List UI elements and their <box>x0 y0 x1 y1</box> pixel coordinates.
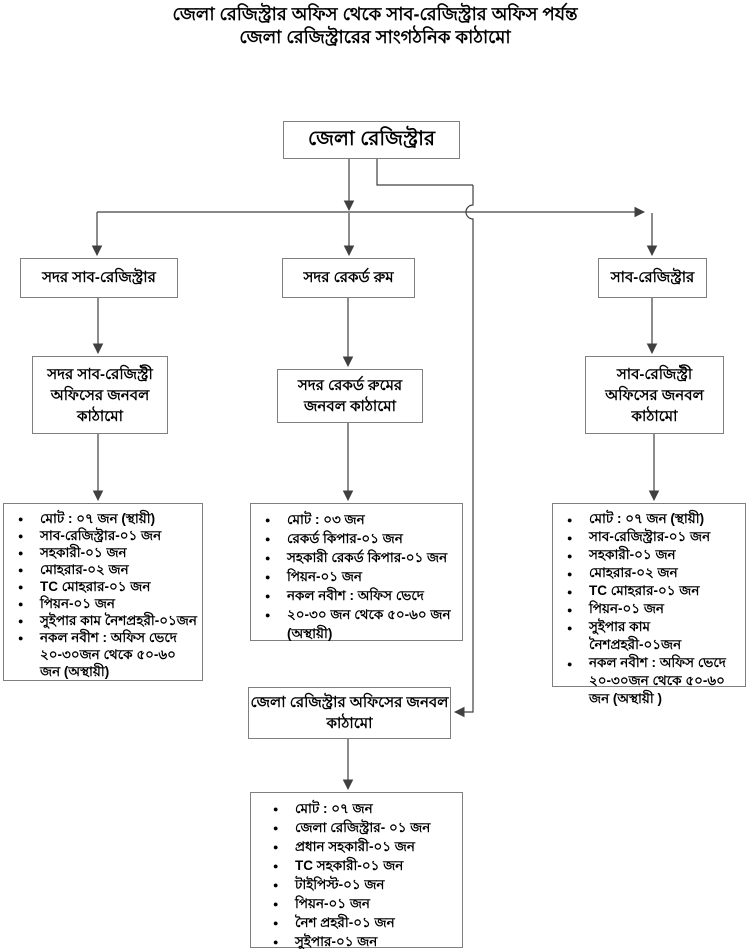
connector-root-step-right <box>376 159 473 186</box>
list-item: সহকারী-০১ জন <box>561 546 741 565</box>
node-sadar-record-room-staff-structure: সদর রেকর্ড রুমের জনবল কাঠামো <box>277 369 423 423</box>
list-item: সহকারী-০১ জন <box>12 544 198 562</box>
list-item: নকল নবীশ : অফিস ভেদে ২০-৩০জন থেকে ৫০-৬০ … <box>561 654 741 708</box>
diagram-title-line1: জেলা রেজিস্ট্রার অফিস থেকে সাব-রেজিস্ট্র… <box>172 4 578 24</box>
staff-list: মোট : ০৭ জন (স্থায়ী)সাব-রেজিস্ট্রার-০১ … <box>12 510 198 680</box>
staff-list: মোট : ০৭ জনজেলা রেজিস্ট্রার- ০১ জনপ্রধান… <box>267 799 458 949</box>
list-item: সুইপার কাম নৈশপ্রহরী-০১জন <box>561 618 741 654</box>
list-item: জেলা রেজিস্ট্রার- ০১ জন <box>267 818 458 838</box>
list-item: পিয়ন-০১ জন <box>267 894 458 914</box>
staff-list-sadar-record-room: মোট : ০৩ জনরেকর্ড কিপার-০১ জনসহকারী রেকর… <box>250 503 463 641</box>
staff-list: মোট : ০৩ জনরেকর্ড কিপার-০১ জনসহকারী রেকর… <box>259 510 458 643</box>
list-item: নৈশ প্রহরী-০১ জন <box>267 913 458 933</box>
list-item: মোহরার-০২ জন <box>12 561 198 579</box>
staff-list-district-registrar-office: মোট : ০৭ জনজেলা রেজিস্ট্রার- ০১ জনপ্রধান… <box>250 792 463 949</box>
list-item: মোট : ০৩ জন <box>259 510 458 530</box>
staff-list-sadar-sub-registry: মোট : ০৭ জন (স্থায়ী)সাব-রেজিস্ট্রার-০১ … <box>3 503 203 681</box>
node-sub-registrar: সাব-রেজিস্ট্রার <box>598 258 707 298</box>
list-item: মোট : ০৭ জন (স্থায়ী) <box>12 510 198 528</box>
list-item: পিয়ন-০১ জন <box>259 567 458 587</box>
list-item: TC মোহরার-০১ জন <box>12 578 198 596</box>
list-item: নকল নবীশ : অফিস ভেদে <box>259 586 458 606</box>
list-item: টাইপিস্ট-০১ জন <box>267 875 458 895</box>
node-district-registrar: জেলা রেজিস্ট্রার <box>283 121 460 159</box>
list-item: ২০-৩০ জন থেকে ৫০-৬০ জন (অস্থায়ী) <box>259 605 458 643</box>
list-item: TC সহকারী-০১ জন <box>267 856 458 876</box>
list-item: মোট : ০৭ জন (স্থায়ী) <box>561 510 741 529</box>
list-item: মোট : ০৭ জন <box>267 799 458 819</box>
list-item: TC মোহরার-০১ জন <box>561 582 741 601</box>
diagram-title-line2: জেলা রেজিস্ট্রারের সাংগঠনিক কাঠামো <box>239 27 511 48</box>
node-sadar-sub-registry-staff-structure: সদর সাব-রেজিস্ট্রী অফিসের জনবল কাঠামো <box>32 356 168 434</box>
node-sadar-sub-registrar: সদর সাব-রেজিস্ট্রার <box>20 258 178 298</box>
staff-list: মোট : ০৭ জন (স্থায়ী)সাব-রেজিস্ট্রার-০১ … <box>561 510 741 708</box>
list-item: সুইপার কাম নৈশপ্রহরী-০১জন <box>12 612 198 630</box>
list-item: রেকর্ড কিপার-০১ জন <box>259 529 458 549</box>
diagram-title: জেলা রেজিস্ট্রার অফিস থেকে সাব-রেজিস্ট্র… <box>0 3 750 50</box>
connector-long-to-bottom-node <box>453 185 474 718</box>
list-item: মোহরার-০২ জন <box>561 564 741 583</box>
node-sadar-record-room: সদর রেকর্ড রুম <box>282 258 415 298</box>
list-item: নকল নবীশ : অফিস ভেদে ২০-৩০জন থেকে ৫০-৬০ … <box>12 629 198 680</box>
list-item: সাব-রেজিস্ট্রার-০১ জন <box>12 527 198 545</box>
list-item: প্রধান সহকারী-০১ জন <box>267 837 458 857</box>
node-sub-registry-staff-structure: সাব-রেজিস্ট্রী অফিসের জনবল কাঠামো <box>585 356 724 434</box>
staff-list-sub-registry: মোট : ০৭ জন (স্থায়ী)সাব-রেজিস্ট্রার-০১ … <box>552 503 746 706</box>
list-item: সহকারী রেকর্ড কিপার-০১ জন <box>259 548 458 568</box>
list-item: সাব-রেজিস্ট্রার-০১ জন <box>561 528 741 547</box>
list-item: পিয়ন-০১ জন <box>561 600 741 619</box>
node-district-registrar-office-staff-structure: জেলা রেজিস্ট্রার অফিসের জনবল কাঠামো <box>248 687 451 739</box>
list-item: সুইপার-০১ জন <box>267 932 458 949</box>
list-item: পিয়ন-০১ জন <box>12 595 198 613</box>
